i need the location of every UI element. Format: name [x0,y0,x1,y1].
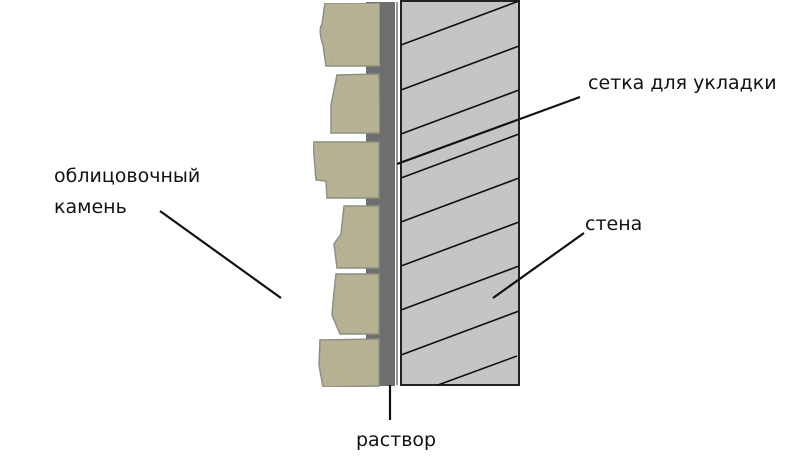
cladding-stones [312,2,381,388]
mesh-leader-line [396,95,581,166]
stone [319,2,381,67]
stone [330,73,381,134]
mortar-label: раствор [356,429,436,451]
wall-label: стена [585,213,642,235]
stone [312,141,380,199]
wall-leader-line [492,232,585,299]
wall [400,0,520,386]
stone [333,205,380,269]
stone [318,338,380,388]
stone [331,273,380,335]
stone-label-line2: камень [54,196,127,218]
stone-label-line1: облицовочный [54,165,200,187]
stone-leader-line [159,210,282,299]
mesh-label: сетка для укладки [588,72,777,94]
